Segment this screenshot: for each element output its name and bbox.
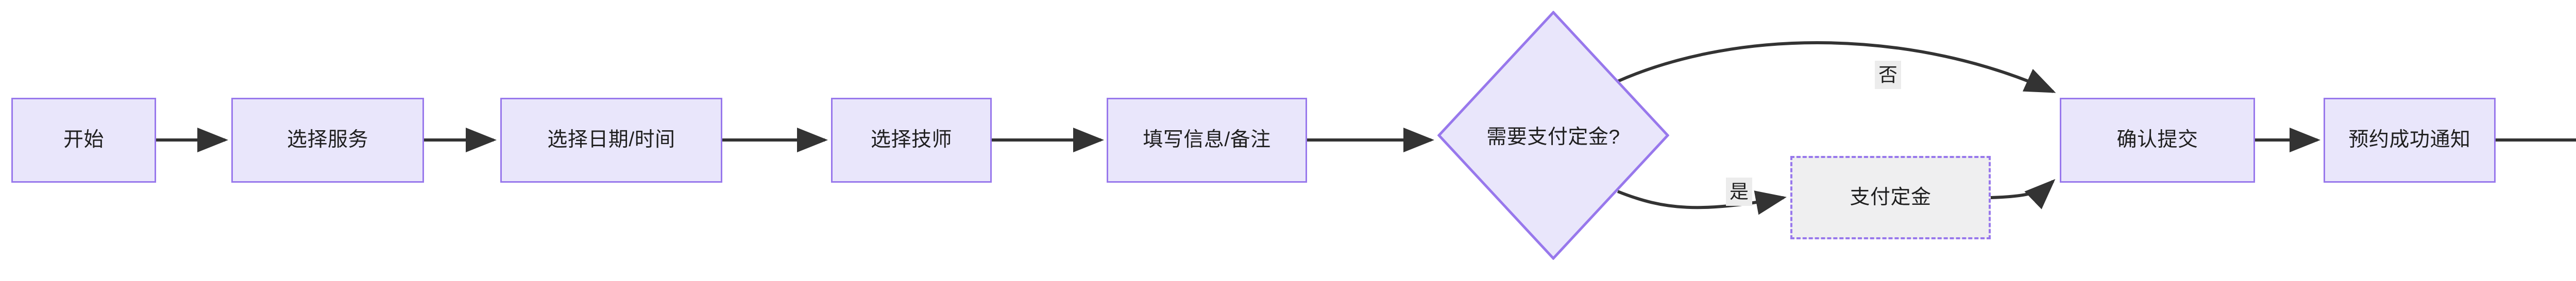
node-fill-info[interactable]: 填写信息/备注 [1107, 98, 1307, 183]
edge-deposit-confirm [1990, 179, 2056, 209]
diamond-shape-icon [1437, 11, 1669, 260]
node-select-service[interactable]: 选择服务 [231, 98, 424, 183]
edge-label-no: 否 [1875, 61, 1901, 89]
node-need-deposit-decision-label: 需要支付定金? [1486, 126, 1620, 148]
node-booking-success-notice[interactable]: 预约成功通知 [2324, 98, 2496, 183]
node-start-label: 开始 [63, 129, 104, 151]
node-confirm-submit[interactable]: 确认提交 [2060, 98, 2255, 183]
node-pay-deposit[interactable]: 支付定金 [1790, 156, 1991, 239]
node-start[interactable]: 开始 [11, 98, 156, 183]
node-need-deposit-decision[interactable]: 需要支付定金? [1437, 11, 1669, 260]
node-select-datetime[interactable]: 选择日期/时间 [500, 98, 722, 183]
node-select-datetime-label: 选择日期/时间 [547, 129, 675, 151]
edge-label-no-text: 否 [1878, 64, 1897, 85]
edge-label-yes-text: 是 [1730, 181, 1749, 202]
node-booking-success-notice-label: 预约成功通知 [2348, 129, 2471, 151]
node-select-service-label: 选择服务 [286, 129, 368, 151]
node-select-staff[interactable]: 选择技师 [831, 98, 992, 183]
edge-decide-confirm-no [1617, 41, 2056, 93]
node-select-staff-label: 选择技师 [870, 129, 952, 151]
node-confirm-submit-label: 确认提交 [2116, 129, 2198, 151]
node-pay-deposit-label: 支付定金 [1850, 186, 1931, 208]
edge-label-yes: 是 [1726, 178, 1752, 206]
node-fill-info-label: 填写信息/备注 [1143, 129, 1271, 151]
